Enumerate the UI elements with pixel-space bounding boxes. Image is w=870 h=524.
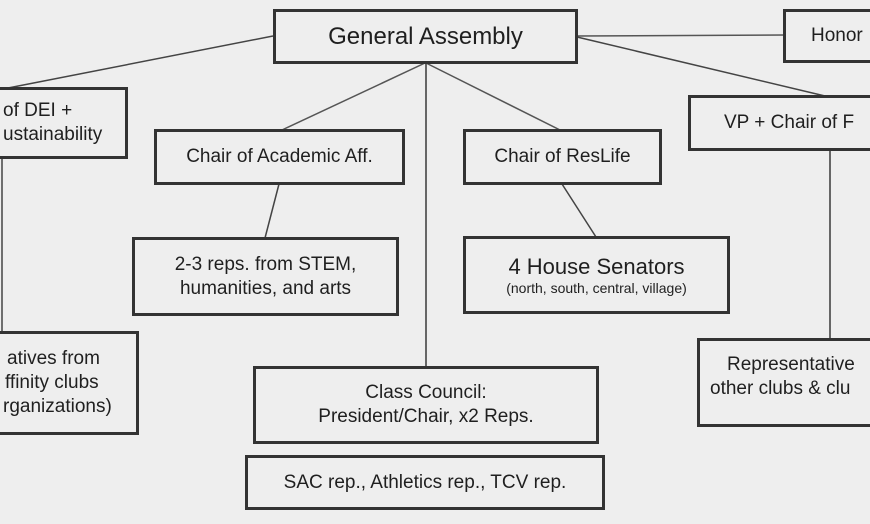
node-label: ffinity clubs [5, 372, 99, 394]
node-label: humanities, and arts [179, 277, 352, 299]
node-affinity-reps[interactable]: atives from ffinity clubs rganizations) [0, 331, 139, 435]
node-label: Class Council: [365, 382, 487, 404]
node-dei[interactable]: of DEI + ustainability [0, 87, 128, 159]
edge-ga-honor [576, 34, 786, 37]
node-chair-academic[interactable]: Chair of Academic Aff. [154, 129, 405, 185]
node-label: 4 House Senators [508, 253, 685, 279]
node-label: atives from [7, 348, 100, 370]
node-house-senators[interactable]: 4 House Senators (north, south, central,… [463, 236, 730, 314]
node-label: Honor [811, 25, 863, 47]
edge-academic-reps [264, 183, 280, 239]
node-honor[interactable]: Honor [783, 9, 870, 63]
node-label: VP + Chair of F [724, 112, 855, 134]
node-label: Representative [727, 354, 855, 375]
edge-ga-vp [576, 36, 826, 97]
edge-reslife-senators [561, 183, 597, 238]
node-label: General Assembly [328, 22, 523, 50]
node-label: 2-3 reps. from STEM, [174, 253, 357, 275]
node-label: of DEI + [3, 100, 73, 122]
edge-ga-reslife [425, 62, 561, 131]
node-label: other clubs & clu [710, 377, 851, 399]
edge-ga-academic [281, 62, 426, 131]
node-class-reps[interactable]: SAC rep., Athletics rep., TCV rep. [245, 455, 605, 510]
node-other-reps[interactable]: Representative other clubs & clu [697, 338, 870, 427]
node-label: President/Chair, x2 Reps. [318, 406, 534, 427]
node-label: rganizations) [3, 395, 112, 417]
node-general-assembly[interactable]: General Assembly [273, 9, 578, 64]
node-label: Chair of Academic Aff. [186, 146, 373, 168]
node-label: SAC rep., Athletics rep., TCV rep. [283, 471, 567, 493]
node-label: ustainability [3, 124, 103, 145]
node-academic-reps[interactable]: 2-3 reps. from STEM, humanities, and art… [132, 237, 399, 316]
node-label: Chair of ResLife [494, 146, 631, 168]
node-vp-finance[interactable]: VP + Chair of F [688, 95, 870, 151]
node-sublabel: (north, south, central, village) [506, 280, 687, 296]
node-chair-reslife[interactable]: Chair of ResLife [463, 129, 662, 185]
edge-ga-dei [7, 35, 274, 89]
node-class-council[interactable]: Class Council: President/Chair, x2 Reps. [253, 366, 599, 444]
